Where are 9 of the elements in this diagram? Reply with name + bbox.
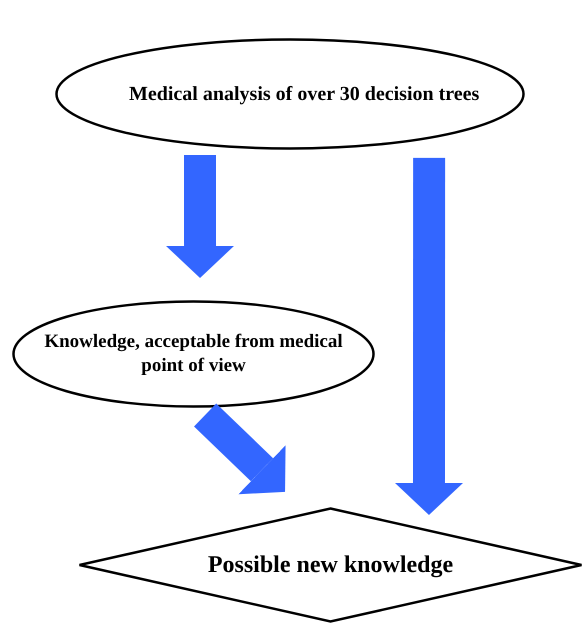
decision-diamond <box>78 507 583 623</box>
block-arrow <box>194 403 286 494</box>
ellipse-node <box>55 38 525 150</box>
node-label: Possible new knowledge <box>208 551 454 580</box>
block-arrow <box>395 158 463 515</box>
node-label: Knowledge, acceptable from medical point of view <box>43 330 344 378</box>
ellipse-node <box>12 300 375 408</box>
block-arrow <box>166 155 234 278</box>
node-label: Medical analysis of over 30 decision trees <box>129 82 480 106</box>
